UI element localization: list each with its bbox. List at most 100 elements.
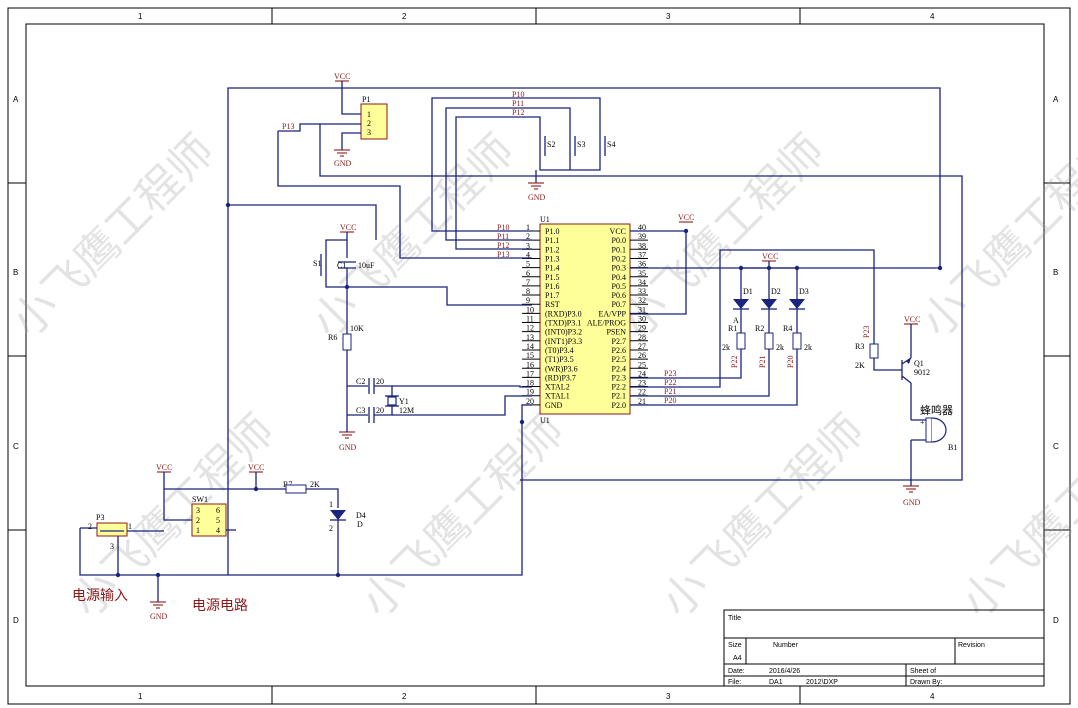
size-label: Size bbox=[728, 642, 742, 649]
resistor-r1-value: 2k bbox=[722, 343, 730, 352]
mcu-body bbox=[539, 223, 631, 415]
capacitor-c1-ref: C1 bbox=[337, 261, 346, 270]
pin-name: P2.0 bbox=[612, 401, 626, 410]
pin-name: P0.2 bbox=[612, 254, 626, 263]
pin-name: (T1)P3.5 bbox=[545, 355, 574, 364]
pin-num: 2 bbox=[329, 524, 333, 533]
col-label: 1 bbox=[138, 12, 143, 21]
pin-name: P2.2 bbox=[612, 383, 626, 392]
file-value: DA1 bbox=[769, 679, 783, 686]
resistor-r3: R3 2K P23 bbox=[855, 326, 902, 371]
revision-label: Revision bbox=[958, 642, 985, 649]
net-p21: P21 bbox=[664, 387, 676, 396]
gnd-label: GND bbox=[528, 193, 546, 202]
pin-num: 35 bbox=[638, 269, 646, 278]
capacitor-c1-value: 10uF bbox=[358, 261, 375, 270]
pin-name: (RD)P3.7 bbox=[545, 373, 576, 382]
vcc-label: VCC bbox=[762, 252, 778, 261]
pin-num: 1 bbox=[128, 522, 132, 531]
resistor-r4-ref: R4 bbox=[783, 324, 792, 333]
pin-num: 40 bbox=[638, 223, 646, 232]
pin-num: 32 bbox=[638, 296, 646, 305]
pin-name: P1.6 bbox=[545, 282, 559, 291]
net-p12: P12 bbox=[497, 241, 509, 250]
pin-num: 5 bbox=[526, 260, 530, 269]
pin-name: (INT0)P3.2 bbox=[545, 328, 582, 337]
pin-num: 19 bbox=[526, 388, 534, 397]
mcu-pin-left: 11(TXD)P3.1 bbox=[522, 315, 581, 328]
mcu-net-labels: P10 P11 P12 P13 bbox=[497, 223, 509, 259]
pin-num: 36 bbox=[638, 260, 646, 269]
pin-name: P2.7 bbox=[612, 337, 626, 346]
mcu-ref-top: U1 bbox=[540, 215, 550, 224]
pin-num: 39 bbox=[638, 232, 646, 241]
net-p22: P22 bbox=[730, 356, 739, 368]
pin-name: (WR)P3.6 bbox=[545, 364, 578, 373]
connector-p3-ref: P3 bbox=[96, 513, 104, 522]
header-p1-body bbox=[360, 103, 388, 140]
led-d4-pin-d: D bbox=[357, 520, 363, 529]
pin-name: P0.6 bbox=[612, 291, 626, 300]
pin-num: 3 bbox=[196, 506, 200, 515]
net-p13: P13 bbox=[497, 250, 509, 259]
pin-num: 17 bbox=[526, 369, 534, 378]
connector-p3: P3 2 1 3 bbox=[80, 513, 164, 578]
gnd-label: GND bbox=[339, 443, 357, 452]
pin-name: GND bbox=[545, 401, 563, 410]
pin-num: 2 bbox=[367, 119, 371, 128]
power-input-label: 电源输入 bbox=[72, 588, 128, 604]
pin-num: 4 bbox=[216, 526, 220, 535]
resistor-r2-value: 2k bbox=[776, 343, 784, 352]
mcu-right-pins: 40VCC39P0.038P0.137P0.236P0.335P0.434P0.… bbox=[587, 223, 648, 410]
net-p10: P10 bbox=[497, 223, 509, 232]
mcu-vcc: VCC bbox=[630, 213, 694, 315]
title-block: Title Size A4 Number Revision Date: 2016… bbox=[723, 609, 1045, 687]
pin-name: RST bbox=[545, 300, 560, 309]
row-labels-left: A B C D bbox=[13, 95, 19, 625]
pin-name: P2.3 bbox=[612, 373, 626, 382]
led-d4: D4 D 1 2 bbox=[329, 500, 366, 578]
pin-num: 34 bbox=[638, 278, 646, 287]
pin-name: P0.0 bbox=[612, 236, 626, 245]
file-path: 2012\DXP bbox=[806, 679, 838, 686]
pin-num: 6 bbox=[526, 269, 530, 278]
row-label: A bbox=[13, 95, 19, 104]
switch-s1-ref: S1 bbox=[313, 259, 321, 268]
inner-border bbox=[25, 23, 1045, 687]
mcu-pin-left: 13(INT1)P3.3 bbox=[522, 333, 582, 346]
gnd-label: GND bbox=[150, 612, 168, 621]
net-p21: P21 bbox=[758, 356, 767, 368]
resistor-r4-value: 2k bbox=[804, 343, 812, 352]
led-bank: VCC D1 A D2 D3 R1 2k bbox=[630, 252, 812, 406]
resistor-r7: VCC R7 2K bbox=[164, 463, 339, 508]
pin-num: 2 bbox=[196, 516, 200, 525]
pin-name: P1.5 bbox=[545, 273, 559, 282]
pin-name: VCC bbox=[610, 227, 626, 236]
col-label: 3 bbox=[666, 692, 671, 701]
pin-name: EA/VPP bbox=[598, 309, 626, 318]
row-labels-right: A B C D bbox=[1053, 95, 1059, 625]
sheet-label: Sheet of bbox=[910, 668, 936, 675]
switch-s2: S2 bbox=[539, 132, 555, 160]
watermark: 小飞鹰工程师 bbox=[952, 405, 1078, 628]
col-label: 3 bbox=[666, 12, 671, 21]
net-p20: P20 bbox=[786, 356, 795, 368]
pin-num: 7 bbox=[526, 278, 530, 287]
mcu-pin-left: 17 (RD)P3.7 bbox=[522, 369, 576, 382]
pin-name: (RXD)P3.0 bbox=[545, 309, 582, 318]
file-label: File: bbox=[728, 679, 741, 686]
resistor-r6-value: 10K bbox=[350, 324, 364, 333]
pin-num: 11 bbox=[526, 315, 534, 324]
power-gnd: GND bbox=[150, 572, 168, 621]
pin-num: 8 bbox=[526, 287, 530, 296]
frame-ticks bbox=[8, 8, 1070, 704]
crystal-y1: Y1 12M bbox=[385, 395, 414, 415]
